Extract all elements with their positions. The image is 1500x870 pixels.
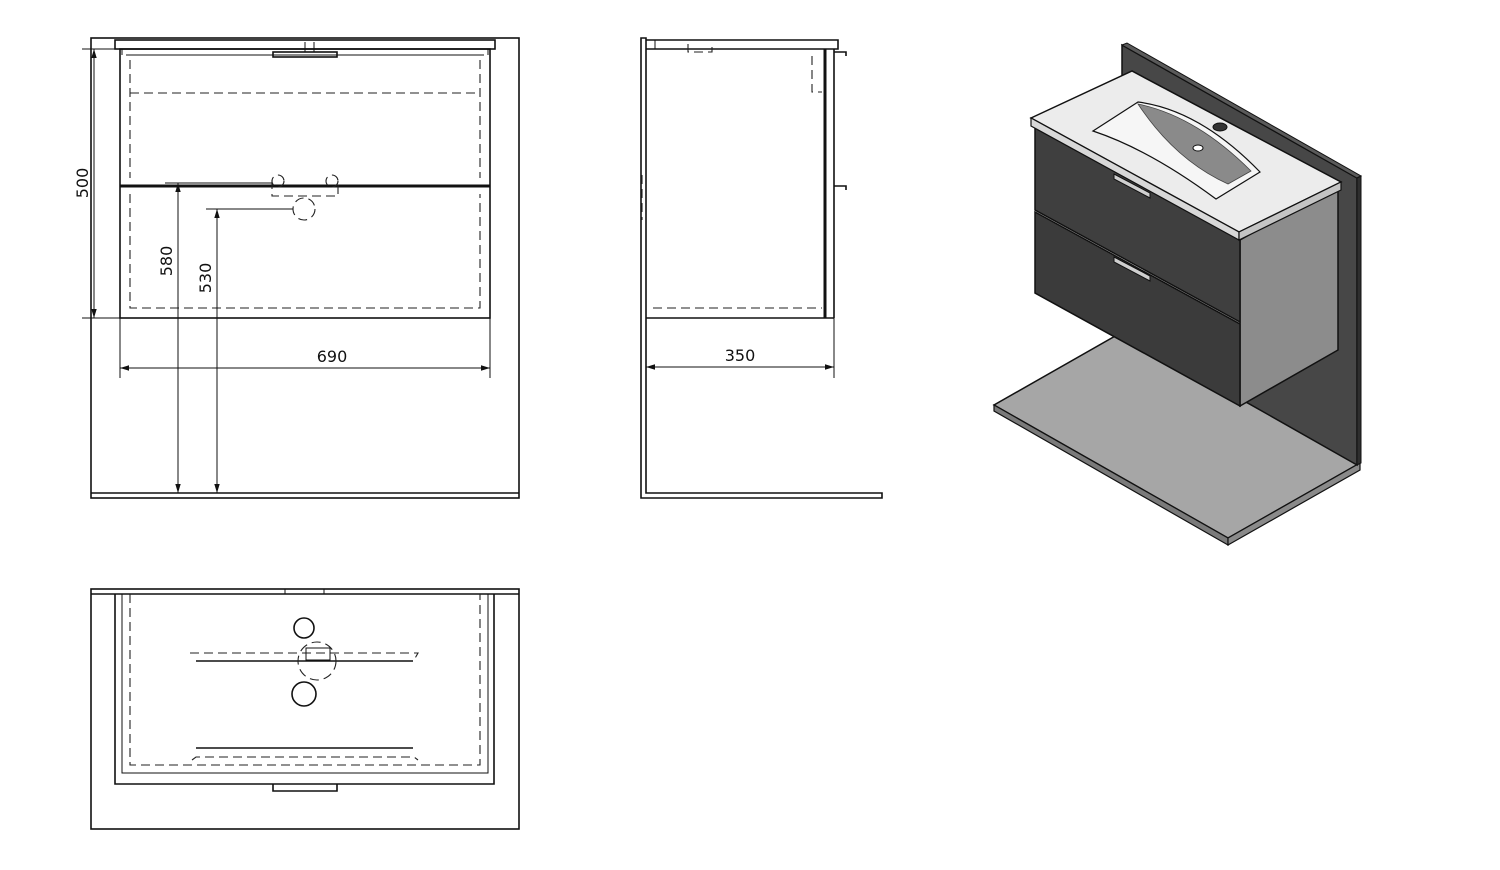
dim-label-580: 580	[157, 246, 176, 277]
dim-label-530: 530	[196, 263, 215, 294]
top-drain-hole	[291, 681, 317, 707]
front-wall-outline	[90, 37, 520, 499]
dim-label-500: 500	[73, 168, 92, 199]
front-view: 500 580 530 690	[73, 37, 520, 499]
top-countertop-outline	[114, 594, 495, 785]
isometric-render	[992, 42, 1363, 547]
iso-top-drawer-handle	[1113, 173, 1151, 199]
iso-basin-bowl	[1137, 103, 1252, 185]
front-top-drawer-hidden	[129, 60, 481, 178]
side-countertop	[646, 39, 839, 50]
top-drawer-handle	[272, 784, 338, 792]
top-view	[90, 588, 520, 830]
iso-tap-hole	[1212, 122, 1228, 132]
dim-label-350: 350	[725, 346, 756, 365]
top-view-frame	[90, 588, 520, 830]
iso-bottom-drawer	[1034, 210, 1241, 408]
front-waste-outlet-hidden	[292, 197, 316, 221]
side-wall-and-floor	[640, 37, 883, 499]
front-bottom-drawer-hidden	[129, 194, 481, 309]
iso-bottom-drawer-handle	[1113, 256, 1151, 282]
top-tap-hole	[293, 617, 315, 639]
side-view: 350	[640, 37, 883, 499]
iso-drain	[1192, 144, 1204, 152]
dim-label-690: 690	[317, 347, 348, 366]
front-siphon-hidden	[271, 180, 339, 197]
top-waste-hidden	[297, 641, 337, 681]
